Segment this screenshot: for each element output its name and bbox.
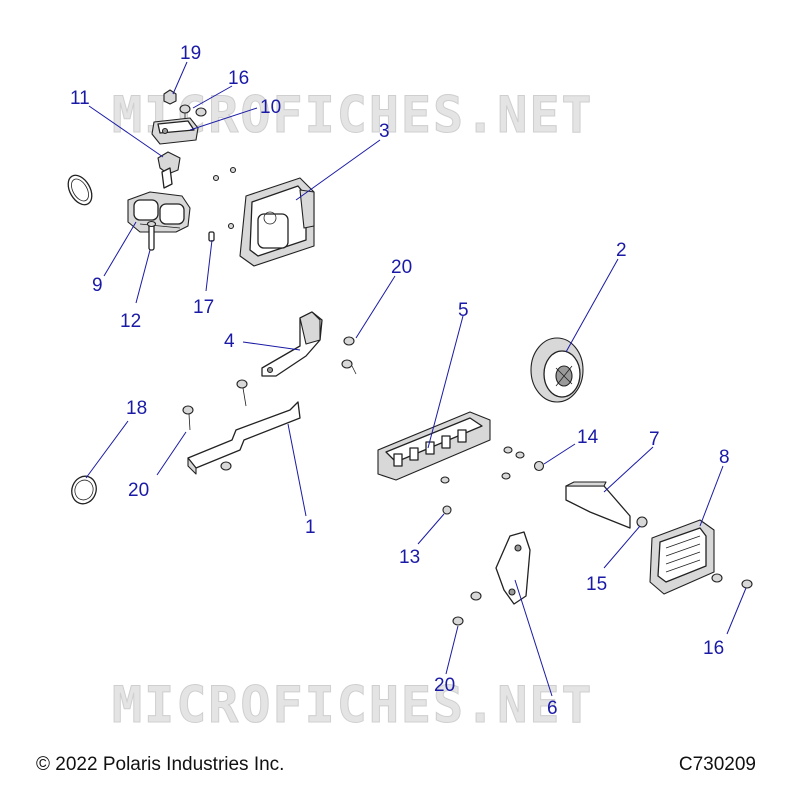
part-5-fuse-rail xyxy=(377,411,491,481)
callout-3: 3 xyxy=(379,121,390,142)
part-2-round-component xyxy=(530,337,584,403)
part-bolts-mid-left xyxy=(182,379,248,471)
part-12-screw xyxy=(146,220,157,251)
part-13-bolt xyxy=(442,505,452,515)
watermark-bottom: MICROFICHES.NET xyxy=(112,676,594,734)
callout-20-upper: 20 xyxy=(391,257,412,278)
callout-15: 15 xyxy=(586,574,607,595)
callout-10: 10 xyxy=(260,97,281,118)
callout-2: 2 xyxy=(616,240,627,261)
part-1-bracket xyxy=(187,401,301,475)
part-16-bolts-right xyxy=(711,573,753,589)
callout-9: 9 xyxy=(92,275,103,296)
part-10-bracket xyxy=(151,117,199,145)
callout-numbers: 19 16 11 10 3 9 12 17 20 4 5 2 18 20 1 1… xyxy=(70,43,730,719)
callout-8: 8 xyxy=(719,447,730,468)
part-15-nut xyxy=(636,516,648,528)
part-4-bracket xyxy=(261,311,323,377)
part-11-clip xyxy=(157,151,181,189)
part-7-bracket xyxy=(565,481,631,529)
callout-14: 14 xyxy=(577,427,599,448)
callout-20-left: 20 xyxy=(128,480,149,501)
leader-lines xyxy=(85,61,747,697)
part-9-relay-block xyxy=(127,191,191,233)
callout-16-top: 16 xyxy=(228,68,249,89)
callout-1: 1 xyxy=(305,517,316,538)
part-17-screws xyxy=(208,166,237,242)
part-20-bolts-upper xyxy=(341,336,357,375)
drawing-id: C730209 xyxy=(678,754,756,775)
callout-17: 17 xyxy=(193,297,214,318)
part-small-bolts-center xyxy=(440,446,525,484)
callout-7: 7 xyxy=(649,429,660,450)
callout-13: 13 xyxy=(399,547,420,568)
callout-11: 11 xyxy=(70,88,90,109)
part-3-ecu-module xyxy=(239,177,315,267)
callout-5: 5 xyxy=(458,300,469,321)
part-8-regulator xyxy=(649,519,715,595)
part-14-nut xyxy=(533,460,545,472)
callout-18: 18 xyxy=(126,398,147,419)
callout-6: 6 xyxy=(547,698,558,719)
callout-4: 4 xyxy=(224,331,235,352)
part-18-cable-tie-loop xyxy=(71,475,97,505)
part-20-bolts-lower xyxy=(452,591,482,626)
callout-19: 19 xyxy=(180,43,201,64)
callout-12: 12 xyxy=(120,311,141,332)
copyright-text: © 2022 Polaris Industries Inc. xyxy=(36,754,285,775)
callout-16-right: 16 xyxy=(703,638,724,659)
part-6-bracket xyxy=(495,531,531,605)
callout-20-lower: 20 xyxy=(434,675,455,696)
part-cable-tie-loop-top xyxy=(67,174,93,206)
